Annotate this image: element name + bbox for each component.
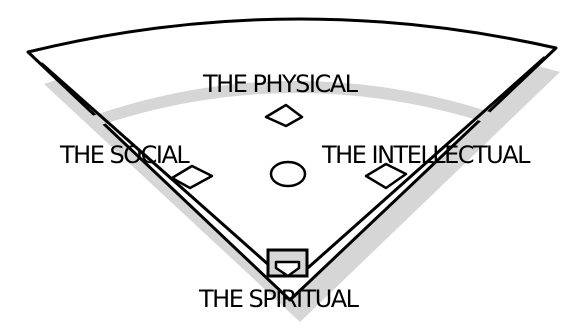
pitchers-mound	[271, 162, 305, 186]
label-first-base: THE INTELLECTUAL	[321, 141, 531, 169]
label-home-plate: THE SPIRITUAL	[198, 285, 360, 313]
label-second-base: THE PHYSICAL	[202, 70, 359, 98]
label-third-base: THE SOCIAL	[59, 141, 190, 169]
